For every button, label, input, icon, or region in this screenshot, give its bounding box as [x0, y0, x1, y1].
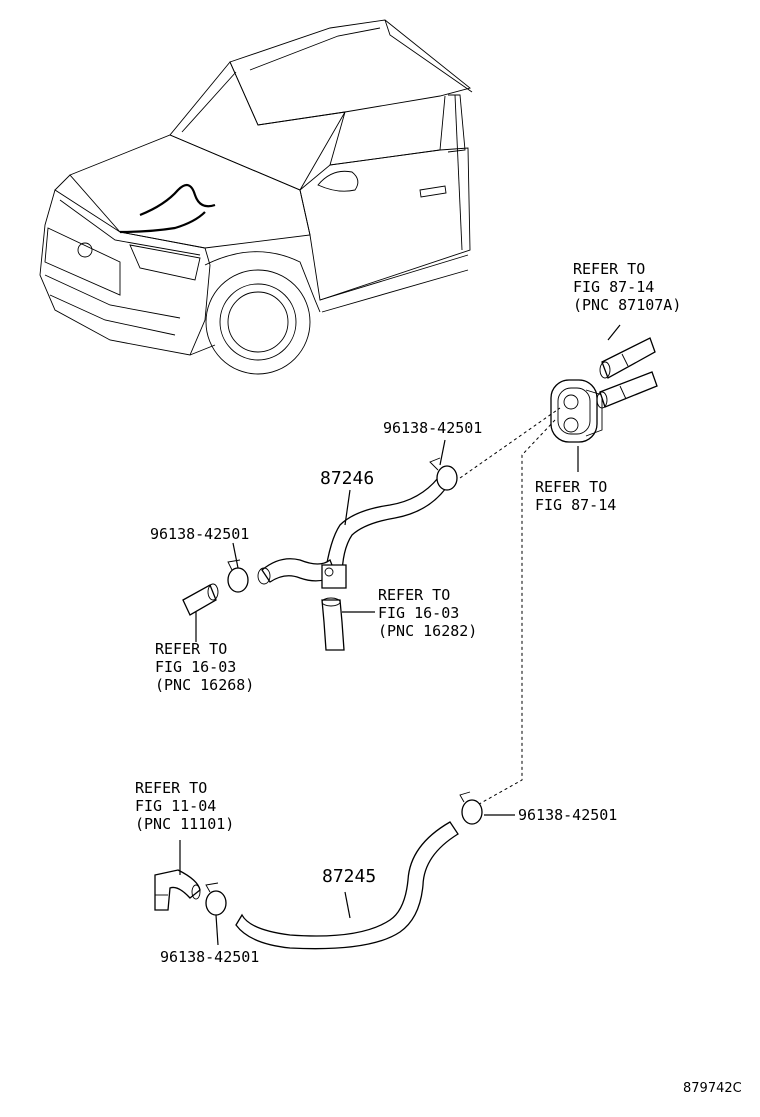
- ref-grommet: REFER TO FIG 87-14: [535, 478, 616, 514]
- vehicle-illustration: [39, 19, 473, 375]
- figure-id: 879742C: [683, 1081, 742, 1096]
- ref-line: (PNC 87107A): [573, 296, 681, 314]
- clamp-upper-left: [227, 559, 249, 593]
- hose-87246: [257, 476, 447, 589]
- part-label-87246: 87246: [320, 468, 374, 489]
- ref-line: REFER TO: [378, 586, 450, 604]
- clamp-label-lower-right: 96138-42501: [518, 806, 617, 824]
- ref-line: (PNC 16268): [155, 676, 254, 694]
- ref-bottom-left: REFER TO FIG 11-04 (PNC 11101): [135, 779, 234, 833]
- ref-line: REFER TO: [155, 640, 227, 658]
- ref-line: REFER TO: [135, 779, 207, 797]
- ref-line: FIG 87-14: [573, 278, 654, 296]
- engine-pipe-lower: [154, 869, 201, 911]
- clamp-upper-right: [429, 457, 458, 491]
- ref-line: REFER TO: [535, 478, 607, 496]
- clamp-label-upper-right: 96138-42501: [383, 419, 482, 437]
- engine-pipe-mid: [182, 583, 219, 616]
- heater-pipes: [596, 337, 658, 409]
- clamp-label-lower-left: 96138-42501: [160, 948, 259, 966]
- ref-line: FIG 16-03: [378, 604, 459, 622]
- clamp-lower-left: [205, 882, 227, 916]
- ref-line: REFER TO: [573, 260, 645, 278]
- hose-87245: [235, 821, 459, 950]
- ref-line: FIG 11-04: [135, 797, 216, 815]
- ref-line: FIG 16-03: [155, 658, 236, 676]
- ref-line: (PNC 16282): [378, 622, 477, 640]
- clamp-lower-right: [459, 791, 483, 825]
- ref-line: FIG 87-14: [535, 496, 616, 514]
- ref-top-right: REFER TO FIG 87-14 (PNC 87107A): [573, 260, 681, 314]
- part-label-87245: 87245: [322, 866, 376, 887]
- clamp-label-upper-left: 96138-42501: [150, 525, 249, 543]
- ref-line: (PNC 11101): [135, 815, 234, 833]
- ref-mid-center: REFER TO FIG 16-03 (PNC 16282): [378, 586, 477, 640]
- branch-pipe: [321, 597, 345, 651]
- ref-mid-left: REFER TO FIG 16-03 (PNC 16268): [155, 640, 254, 694]
- grommet: [550, 379, 603, 443]
